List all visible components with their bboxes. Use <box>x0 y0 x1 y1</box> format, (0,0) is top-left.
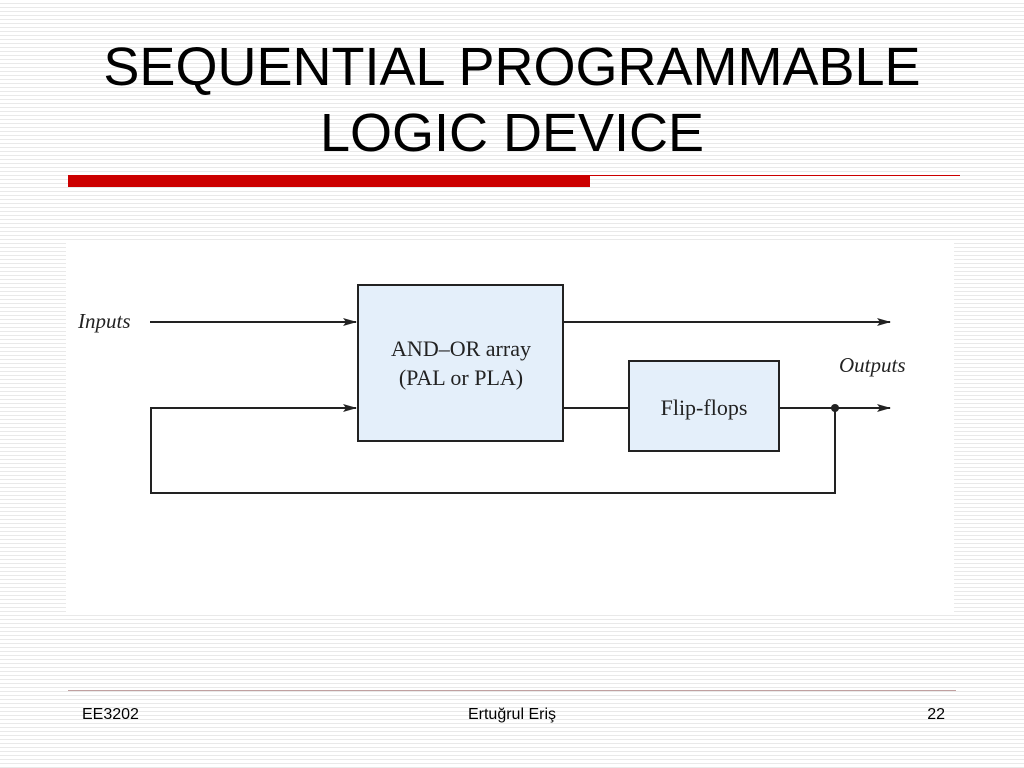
block-diagram: Inputs AND–OR array (PAL or PLA) Outputs… <box>77 284 906 494</box>
flip-flops-block <box>628 360 780 452</box>
inputs-label: Inputs <box>77 309 131 333</box>
footer-divider <box>68 690 956 691</box>
title-line-2: LOGIC DEVICE <box>319 103 705 163</box>
pal-or-pla-label: (PAL or PLA) <box>399 365 523 390</box>
outputs-label: Outputs <box>839 353 906 377</box>
footer-course-code: EE3202 <box>82 706 139 723</box>
and-or-array-block <box>357 284 564 442</box>
flip-flops-label: Flip-flops <box>661 395 748 420</box>
title-underline-thick <box>68 175 590 187</box>
footer-page-number: 22 <box>927 706 945 723</box>
title-underline-thin <box>590 175 960 176</box>
and-or-array-label: AND–OR array <box>391 336 531 361</box>
slide-title: SEQUENTIAL PROGRAMMABLE LOGIC DEVICE <box>40 34 984 166</box>
footer-author: Ertuğrul Eriş <box>467 706 557 723</box>
diagram-panel: Inputs AND–OR array (PAL or PLA) Outputs… <box>66 240 954 613</box>
feedback-path <box>150 404 836 494</box>
title-line-1: SEQUENTIAL PROGRAMMABLE <box>103 37 921 97</box>
